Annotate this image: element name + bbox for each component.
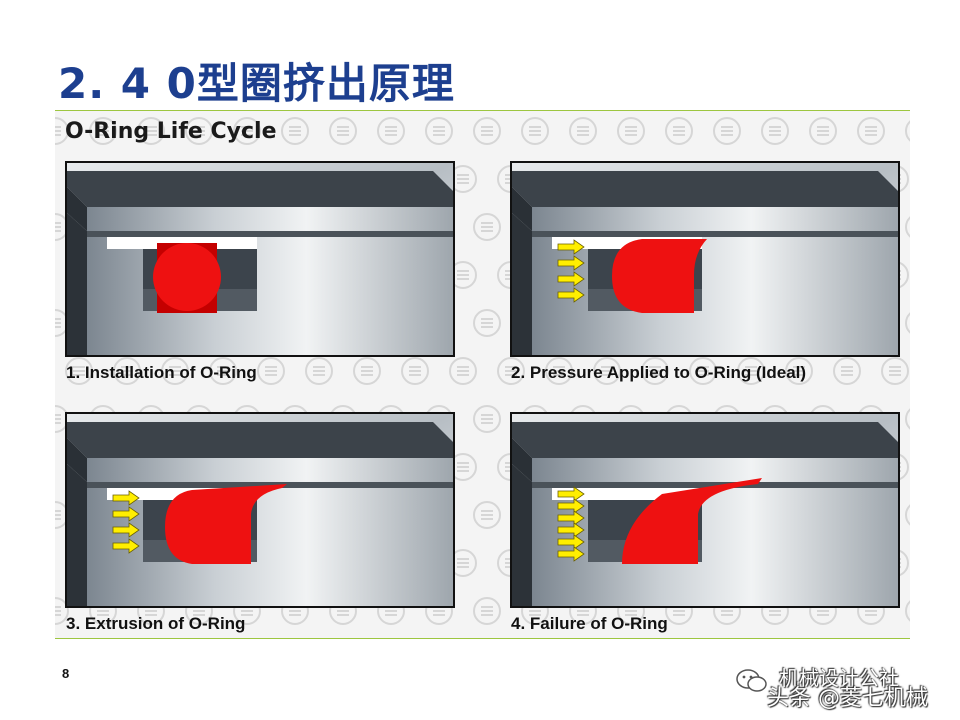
watermark-logo: [257, 357, 285, 385]
watermark-logo: [449, 357, 477, 385]
pressure-arrow: [112, 538, 140, 554]
bottom-plate: [87, 237, 453, 355]
top-plate-edge: [512, 422, 898, 458]
watermark-logo: [377, 117, 405, 145]
watermark-logo: [665, 117, 693, 145]
watermark-logo: [809, 117, 837, 145]
top-plate: [532, 458, 898, 482]
bottom-plate: [532, 488, 898, 606]
watermark-logo: [545, 357, 573, 385]
watermark-logo: [857, 117, 885, 145]
watermark-logo: [737, 357, 765, 385]
caption-failure: 4. Failure of O-Ring: [511, 614, 668, 633]
watermark-logo: [209, 357, 237, 385]
watermark-logo: [353, 357, 381, 385]
oring-cross-section: [153, 243, 221, 311]
pressure-arrow: [557, 271, 585, 287]
watermark-logo: [473, 405, 501, 433]
pressure-arrow: [557, 522, 585, 538]
pressure-arrow: [557, 546, 585, 562]
panel-installation: [65, 161, 455, 357]
watermark-logo: [785, 357, 813, 385]
panel-extrusion: [65, 412, 455, 608]
bottom-plate: [87, 488, 453, 606]
panel-pressure: [510, 161, 900, 357]
pressure-arrow: [557, 239, 585, 255]
watermark-logo: [473, 213, 501, 241]
top-plate-edge: [67, 422, 453, 458]
watermark-logo: [281, 117, 309, 145]
oring-figure: O-Ring Life Cycle 1. Installation of O-R…: [55, 111, 910, 638]
watermark-logo: [425, 117, 453, 145]
bottom-plate: [532, 237, 898, 355]
watermark-logo: [137, 117, 165, 145]
watermark-logo: [55, 117, 69, 145]
watermark-logo: [497, 357, 525, 385]
watermark-logo: [55, 597, 69, 625]
watermark-logo: [689, 357, 717, 385]
watermark-logo: [617, 117, 645, 145]
pressure-arrow: [557, 498, 585, 514]
top-plate: [87, 458, 453, 482]
watermark-logo: [881, 357, 909, 385]
watermark-logo: [713, 117, 741, 145]
watermark-logo: [473, 597, 501, 625]
pressure-arrow: [112, 522, 140, 538]
watermark-logo: [161, 357, 189, 385]
watermark-line-1: 机械设计公社: [779, 666, 899, 690]
watermark-logo: [185, 117, 213, 145]
slide-title: 2. 4 0型圈挤出原理: [58, 59, 455, 108]
watermark-logo: [473, 501, 501, 529]
caption-extrusion: 3. Extrusion of O-Ring: [66, 614, 246, 633]
wechat-icon: [736, 669, 767, 692]
pressure-arrow: [112, 490, 140, 506]
watermark-logo: [521, 117, 549, 145]
top-plate-edge: [67, 171, 453, 207]
watermark-logo: [305, 357, 333, 385]
pressure-arrow: [557, 534, 585, 550]
watermark-logo: [905, 504, 910, 526]
watermark-logo: [401, 357, 429, 385]
watermark-logo: [905, 408, 910, 430]
bottom-divider: [55, 638, 910, 639]
title-divider: [55, 110, 910, 111]
watermark-logo: [905, 216, 910, 238]
top-plate: [532, 207, 898, 231]
panel-failure: [510, 412, 900, 608]
source-watermark: 机械设计公社 头条 @菱七机械: [735, 662, 945, 712]
page-number: 8: [62, 666, 70, 681]
watermark-logo: [905, 120, 910, 142]
top-plate: [87, 207, 453, 231]
watermark-logo: [641, 357, 669, 385]
pressure-arrow: [557, 510, 585, 526]
oring-cross-section: [622, 478, 762, 564]
watermark-logo: [569, 117, 597, 145]
oring-cross-section: [612, 239, 707, 313]
watermark-logo: [89, 117, 117, 145]
pressure-arrow: [557, 287, 585, 303]
figure-title: O-Ring Life Cycle: [65, 119, 277, 144]
watermark-logo: [65, 357, 93, 385]
watermark-logo: [113, 357, 141, 385]
pressure-arrow: [112, 506, 140, 522]
watermark-logo: [905, 600, 910, 622]
watermark-logo: [761, 117, 789, 145]
watermark-line-2: 头条 @菱七机械: [767, 686, 928, 711]
watermark-logo: [833, 357, 861, 385]
watermark-logo: [593, 357, 621, 385]
pressure-arrow: [557, 486, 585, 502]
watermark-logo: [329, 117, 357, 145]
watermark-logo: [473, 117, 501, 145]
caption-installation: 1. Installation of O-Ring: [66, 363, 257, 382]
pressure-arrow: [557, 255, 585, 271]
watermark-logo: [233, 117, 261, 145]
oring-cross-section: [165, 484, 287, 564]
watermark-logo: [473, 309, 501, 337]
watermark-logo: [905, 312, 910, 334]
top-plate-edge: [512, 171, 898, 207]
caption-pressure: 2. Pressure Applied to O-Ring (Ideal): [511, 363, 807, 382]
